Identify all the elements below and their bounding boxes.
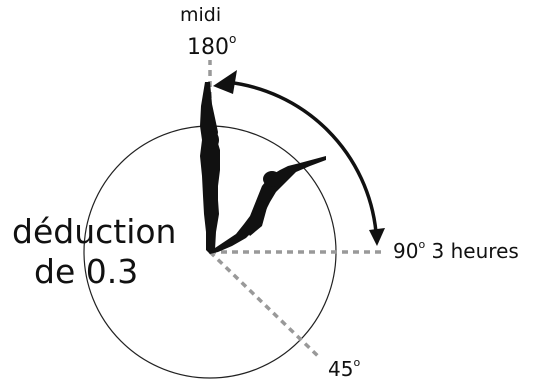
deg-45-label: 45o: [328, 356, 360, 381]
deg-45-value: 45: [328, 356, 354, 381]
noon-label: midi: [180, 4, 222, 26]
deduction-line-2: de 0.3: [34, 252, 139, 291]
three-hours-text: 3 heures: [425, 238, 519, 263]
degree-mark: o: [353, 356, 361, 369]
deduction-line-1: déduction: [12, 212, 177, 251]
deg-90-label: 90o 3 heures: [393, 238, 519, 263]
diagonal-45-line: [208, 250, 322, 360]
pike-gymnast-icon: [210, 156, 326, 254]
degree-mark: o: [418, 238, 426, 251]
deg-180-value: 180: [187, 34, 229, 60]
deg-180-label: 180o: [187, 32, 236, 60]
deg-90-value: 90: [393, 238, 419, 263]
degree-mark: o: [229, 32, 237, 46]
vertical-gymnast-icon: [200, 82, 220, 254]
double-headed-curved-arrow-icon: [213, 70, 385, 246]
